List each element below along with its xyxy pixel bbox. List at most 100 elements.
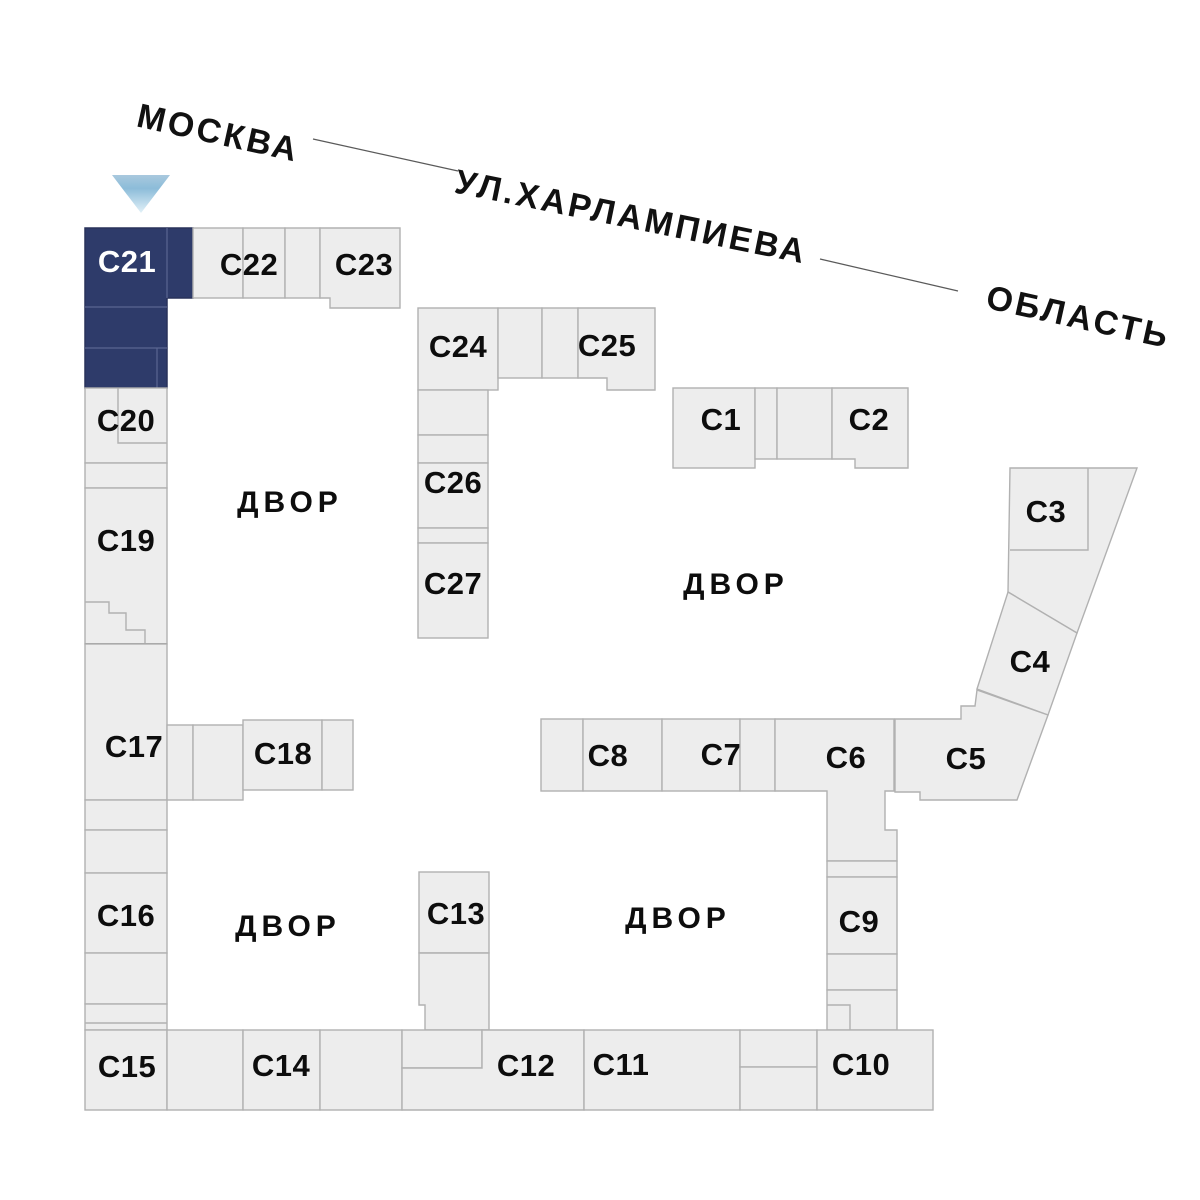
building-c3-c4-c5-band: С3 С4 С5 — [894, 467, 1138, 801]
building-c1[interactable] — [672, 387, 756, 469]
building-section[interactable] — [826, 953, 898, 991]
building-c11-label: С11 — [593, 1047, 650, 1082]
building-c16[interactable] — [84, 872, 168, 954]
courtyard-label: ДВОР — [683, 568, 789, 601]
building-section[interactable] — [192, 724, 244, 801]
courtyard-label: ДВОР — [237, 486, 343, 519]
building-c11[interactable] — [583, 1029, 741, 1111]
building-c16-label: С16 — [97, 898, 155, 933]
building-c26-c27-column: С26 С27 — [417, 389, 489, 639]
courtyard-label: ДВОР — [625, 902, 731, 935]
building-c25-label: С25 — [578, 328, 636, 363]
building-c23[interactable] — [319, 227, 401, 309]
building-c3-label: С3 — [1026, 494, 1067, 529]
building-c19-stair-lines — [85, 601, 146, 644]
building-c20[interactable] — [84, 387, 168, 464]
building-c5[interactable] — [894, 689, 1049, 801]
building-c26[interactable] — [417, 462, 489, 529]
building-c21-label: С21 — [98, 244, 156, 279]
building-c19-label: С19 — [97, 523, 155, 558]
building-c1-label: С1 — [701, 402, 742, 437]
building-section[interactable] — [418, 952, 490, 1031]
building-c26-label: С26 — [424, 465, 482, 500]
left-column-buildings: С20 С19 С17 С16 — [84, 387, 168, 1031]
building-section[interactable] — [166, 1029, 244, 1111]
building-c18-wing: С18 — [166, 719, 354, 801]
building-c18[interactable] — [242, 719, 323, 791]
building-c4-label: С4 — [1010, 644, 1051, 679]
building-c8[interactable] — [582, 718, 663, 792]
building-c17-label: С17 — [105, 729, 163, 764]
building-section[interactable] — [84, 829, 168, 874]
building-section[interactable] — [417, 434, 489, 464]
building-c21-group: С21 — [84, 227, 194, 389]
building-section[interactable] — [84, 952, 168, 1005]
building-section[interactable] — [84, 462, 168, 489]
building-c13-label: С13 — [427, 896, 485, 931]
building-c9-label: С9 — [839, 904, 880, 939]
building-c13[interactable] — [418, 871, 490, 954]
building-c23-label: С23 — [335, 247, 393, 282]
building-section[interactable] — [321, 719, 354, 791]
building-section[interactable] — [776, 387, 833, 460]
building-c21-section-lines — [85, 228, 168, 388]
building-section[interactable] — [84, 799, 168, 831]
street-name-label: УЛ.ХАРЛАМПИЕВА — [452, 163, 811, 272]
building-c22-section[interactable] — [284, 227, 321, 299]
building-section[interactable] — [417, 389, 489, 436]
street-line-left — [312, 138, 459, 172]
building-c9-section-lines — [827, 1004, 851, 1030]
building-c24-section[interactable] — [497, 307, 543, 379]
building-c13-column: С13 — [418, 871, 490, 1031]
building-c14[interactable] — [242, 1029, 321, 1111]
street-city-label: МОСКВА — [133, 97, 303, 170]
selected-building-marker-icon — [112, 175, 170, 213]
building-section[interactable] — [84, 1003, 168, 1031]
building-c1-c2-row: С1 С2 — [672, 387, 909, 469]
street-line-right — [819, 258, 959, 292]
street-region-label: ОБЛАСТЬ — [983, 278, 1174, 356]
building-c2[interactable] — [831, 387, 909, 469]
building-c6[interactable] — [774, 718, 898, 862]
building-c22-section[interactable] — [192, 227, 244, 299]
building-section[interactable] — [739, 718, 776, 792]
building-c27[interactable] — [417, 542, 489, 639]
building-section[interactable] — [739, 1066, 818, 1111]
building-c25-group: С25 — [577, 307, 656, 391]
building-section[interactable] — [540, 718, 584, 792]
building-c24-group: С24 — [417, 307, 579, 391]
building-c22-group: С22 — [192, 227, 321, 299]
building-c22-label: С22 — [220, 247, 278, 282]
bottom-row-buildings: С15 С14 С12 С11 С10 — [84, 1029, 934, 1111]
building-c2-label: С2 — [849, 402, 890, 437]
building-c3-section-lines — [1010, 468, 1089, 551]
building-c5-label: С5 — [946, 741, 987, 776]
building-c23-group: С23 — [319, 227, 401, 309]
building-section[interactable] — [401, 1029, 483, 1069]
building-section[interactable] — [754, 387, 778, 460]
building-section[interactable] — [417, 527, 489, 544]
building-section[interactable] — [826, 860, 898, 878]
building-c24-section[interactable] — [541, 307, 579, 379]
building-c6-c7-c8-row: С8 С7 С6 — [540, 718, 898, 862]
building-c25[interactable] — [577, 307, 656, 391]
building-c27-label: С27 — [424, 566, 482, 601]
courtyard-label: ДВОР — [235, 910, 341, 943]
building-c17[interactable] — [84, 643, 168, 801]
building-c12-label: С12 — [497, 1048, 555, 1083]
building-c18-label: С18 — [254, 736, 312, 771]
building-c9-column: С9 — [826, 860, 898, 1031]
building-section[interactable] — [319, 1029, 403, 1111]
building-c8-label: С8 — [588, 738, 629, 773]
building-c10[interactable] — [816, 1029, 934, 1111]
building-c15-label: С15 — [98, 1049, 156, 1084]
building-section[interactable] — [739, 1029, 818, 1068]
building-c7-label: С7 — [701, 737, 742, 772]
building-section[interactable] — [166, 724, 194, 801]
building-c7[interactable] — [661, 718, 741, 792]
building-c6-label: С6 — [826, 740, 867, 775]
building-c20-label: С20 — [97, 403, 155, 438]
building-section[interactable] — [826, 989, 898, 1031]
